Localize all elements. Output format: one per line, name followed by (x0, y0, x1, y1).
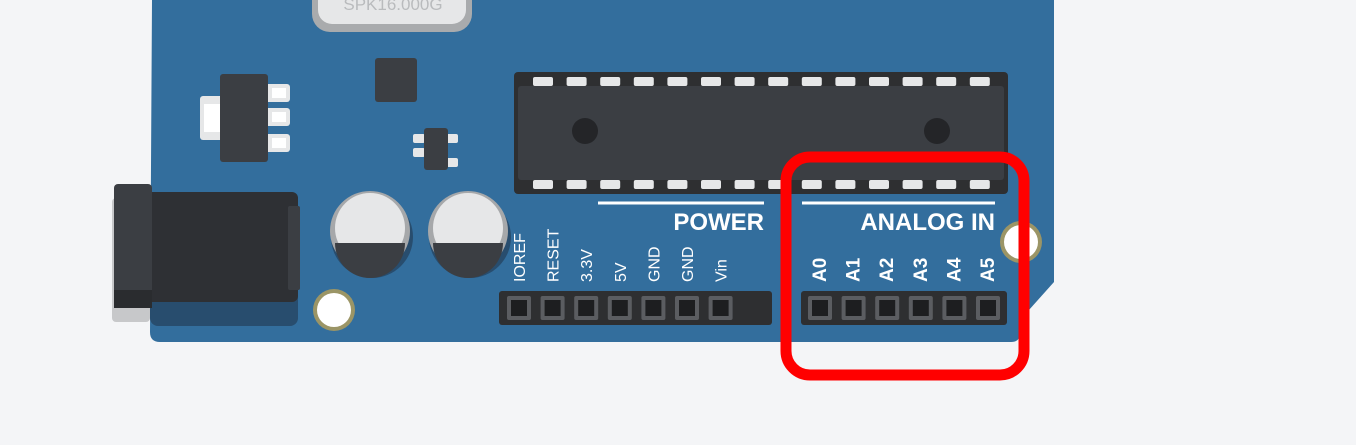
mcu-pin-bottom (801, 180, 822, 189)
mounting-hole-bottom-inner (317, 293, 351, 327)
mcu-pin-bottom (566, 180, 587, 189)
mcu-pin-top (533, 77, 553, 86)
power-pin-label: Vin (714, 259, 731, 282)
analog-pin-label: A4 (944, 257, 965, 282)
analog-pins: A0 A1 A2 A3 A4 A5 (808, 257, 1000, 320)
mcu-pin-top (936, 77, 957, 86)
mcu-pin-top (566, 77, 587, 86)
power-pins: IOREF RESET 3.3V 5V GND GND Vin (507, 228, 733, 320)
power-pin-label: GND (646, 246, 663, 282)
analog-pin-label: A5 (978, 257, 999, 282)
power-pin-gnd[interactable] (675, 296, 699, 320)
square-ic (375, 58, 417, 102)
analog-pin-a2[interactable] (875, 296, 900, 320)
power-pin-gnd[interactable] (641, 296, 666, 320)
analog-pin-a5[interactable] (976, 296, 1000, 320)
mcu-pin-bottom (701, 180, 721, 189)
analog-pin-label: A3 (911, 258, 932, 282)
small-transistor (413, 128, 458, 170)
mcu-pin-top (600, 77, 621, 86)
power-pin-label: RESET (546, 228, 563, 282)
analog-pin-label: A0 (810, 258, 831, 282)
mcu-pin-top (633, 77, 654, 86)
crystal-label: SPK16.000G (343, 0, 442, 14)
mcu-pin-top (768, 77, 789, 86)
mcu-pin-top (701, 77, 721, 86)
mcu-notch-right (924, 118, 950, 144)
analog-pin-a0[interactable] (808, 296, 832, 320)
mcu-pin-bottom (633, 180, 654, 189)
power-header-block (499, 291, 772, 325)
mcu-pin-bottom (835, 180, 856, 189)
mcu-pin-top (869, 77, 889, 86)
power-pin-reset[interactable] (540, 296, 565, 320)
mcu-pin-bottom (902, 180, 923, 189)
analog-pin-label: A2 (877, 258, 898, 282)
mcu-notch-left (572, 118, 598, 144)
power-pin-vin[interactable] (708, 296, 733, 320)
power-pin-ioref[interactable] (507, 296, 531, 320)
analog-pin-label: A1 (844, 257, 865, 282)
power-header-title: POWER (673, 209, 764, 236)
dc-barrel-jack (112, 184, 300, 326)
power-pin-3-3v[interactable] (574, 296, 599, 320)
analog-pin-a4[interactable] (942, 296, 967, 320)
mcu-pin-top (902, 77, 923, 86)
mcu-pin-top (835, 77, 856, 86)
capacitor-left (330, 191, 413, 278)
mcu-pin-top (969, 77, 990, 86)
analog-pin-a1[interactable] (841, 296, 866, 320)
analog-in-highlight-box (780, 151, 1030, 381)
power-pin-5v[interactable] (607, 296, 632, 320)
voltage-regulator (200, 74, 290, 162)
mcu-pin-top (801, 77, 822, 86)
mcu-pin-bottom (869, 180, 889, 189)
mcu-pin-bottom (969, 180, 990, 189)
capacitor-right (428, 191, 511, 278)
mcu-pin-bottom (667, 180, 688, 189)
mcu-pin-bottom (936, 180, 957, 189)
power-pin-label: 5V (613, 262, 630, 282)
mcu-pin-bottom (734, 180, 755, 189)
power-pin-label: GND (680, 246, 697, 282)
crystal-oscillator: SPK16.000G (312, 0, 472, 32)
mcu-pin-top (667, 77, 688, 86)
mcu-pin-top (734, 77, 755, 86)
power-pin-label: IOREF (512, 233, 529, 282)
power-pin-label: 3.3V (579, 249, 596, 282)
mcu-pin-bottom (533, 180, 553, 189)
analog-pin-a3[interactable] (908, 296, 933, 320)
mcu-pin-bottom (600, 180, 621, 189)
analog-header-title: ANALOG IN (860, 209, 995, 236)
microcontroller (514, 72, 1008, 194)
